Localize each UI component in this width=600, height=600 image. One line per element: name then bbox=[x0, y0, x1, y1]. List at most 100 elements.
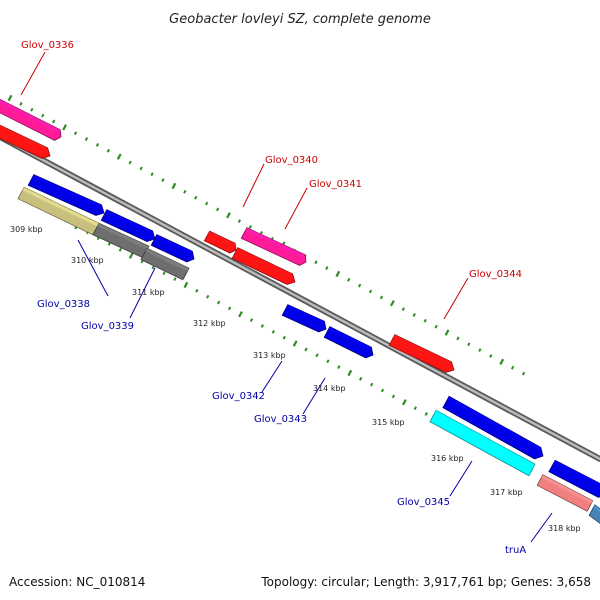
scale-tick bbox=[325, 266, 329, 270]
gene-box-cyan-highlight bbox=[434, 410, 535, 468]
gene-box-gray-b-highlight bbox=[145, 248, 189, 272]
label-leader-line bbox=[129, 267, 156, 319]
gene-arrow-blue-0338-body bbox=[27, 174, 105, 216]
gene-arrow-blue-trua[interactable] bbox=[548, 459, 600, 498]
scale-label-317: 317 kbp bbox=[490, 488, 523, 497]
gene-label-trua[interactable]: truA bbox=[505, 545, 526, 556]
scale-ticks bbox=[7, 94, 526, 451]
gene-label-glov-0345[interactable]: Glov_0345 bbox=[397, 497, 450, 508]
scale-tick bbox=[390, 300, 395, 307]
gene-arrow-red-0341b[interactable] bbox=[231, 247, 296, 285]
scale-tick bbox=[139, 166, 143, 171]
gene-arrow-red-0341b-highlight bbox=[236, 247, 293, 277]
gene-arrow-red-0337[interactable] bbox=[0, 123, 51, 159]
scale-tick bbox=[424, 412, 428, 416]
scale-tick bbox=[359, 376, 363, 381]
scale-tick bbox=[380, 388, 385, 393]
gene-arrow-blue-0345-highlight bbox=[447, 396, 541, 451]
gene-arrow-magenta-0336[interactable] bbox=[0, 97, 62, 141]
gene-arrow-red-0344-body bbox=[388, 334, 455, 373]
scale-tick bbox=[314, 260, 318, 265]
gene-label-glov-0339[interactable]: Glov_0339 bbox=[81, 321, 134, 332]
accession-text: Accession: NC_010814 bbox=[9, 575, 145, 589]
scale-tick bbox=[337, 365, 341, 369]
gene-box-olive-highlight bbox=[22, 187, 99, 227]
gene-arrow-red-0340-body bbox=[203, 230, 237, 254]
scale-tick bbox=[467, 342, 471, 347]
gene-label-glov-0336[interactable]: Glov_0336 bbox=[21, 40, 74, 51]
scale-tick bbox=[335, 270, 341, 278]
gene-arrow-magenta-0341[interactable] bbox=[240, 227, 307, 266]
gene-arrow-blue-0342[interactable] bbox=[281, 304, 327, 333]
label-leader-line bbox=[77, 239, 109, 297]
scale-tick bbox=[205, 201, 209, 206]
label-leader-line bbox=[284, 187, 308, 230]
scale-tick bbox=[237, 219, 242, 223]
label-leader-line bbox=[20, 51, 46, 96]
scale-tick bbox=[292, 340, 298, 347]
gene-arrow-red-0344[interactable] bbox=[388, 334, 455, 373]
gene-box-steelblue[interactable] bbox=[588, 504, 600, 528]
gene-label-glov-0343[interactable]: Glov_0343 bbox=[254, 414, 307, 425]
gene-arrow-blue-0343[interactable] bbox=[323, 326, 374, 359]
gene-arrow-blue-0342-highlight bbox=[286, 304, 325, 325]
scale-tick bbox=[30, 107, 34, 112]
label-leader-line bbox=[443, 277, 469, 320]
scale-label-314: 314 kbp bbox=[313, 384, 346, 393]
gene-arrow-blue-0339a[interactable] bbox=[100, 209, 156, 242]
gene-arrow-blue-0339b-highlight bbox=[155, 234, 193, 255]
scale-tick bbox=[116, 153, 122, 160]
gene-arrow-blue-0345[interactable] bbox=[442, 395, 544, 460]
scale-tick bbox=[521, 371, 526, 376]
scale-tick bbox=[401, 307, 405, 311]
gene-box-salmon[interactable] bbox=[536, 474, 594, 512]
gene-arrow-blue-0338[interactable] bbox=[27, 174, 105, 216]
label-leaders bbox=[20, 51, 553, 543]
label-leader-line bbox=[530, 512, 553, 543]
gene-box-cyan[interactable] bbox=[429, 409, 536, 477]
gene-box-steelblue-highlight bbox=[593, 504, 600, 513]
genome-backbone bbox=[0, 134, 600, 462]
scale-tick bbox=[106, 148, 110, 153]
scale-tick bbox=[206, 294, 210, 299]
scale-tick bbox=[478, 348, 482, 352]
scale-tick bbox=[347, 277, 351, 282]
scale-tick bbox=[249, 318, 254, 322]
gene-arrow-blue-0342-body bbox=[281, 304, 327, 333]
scale-tick bbox=[150, 172, 154, 177]
scale-tick bbox=[456, 336, 460, 341]
scale-tick bbox=[226, 212, 231, 219]
gene-arrow-magenta-0336-highlight bbox=[0, 99, 61, 133]
scale-tick bbox=[161, 178, 165, 182]
scale-tick bbox=[41, 113, 45, 118]
gene-label-glov-0344[interactable]: Glov_0344 bbox=[469, 269, 522, 280]
label-leader-line bbox=[261, 360, 283, 393]
scale-tick bbox=[358, 283, 362, 288]
forward-gene-labels: Glov_0336 Glov_0340 Glov_0341 Glov_0344 bbox=[21, 40, 522, 280]
scale-tick bbox=[73, 131, 78, 136]
gene-arrow-blue-0343-body bbox=[323, 326, 374, 359]
scale-tick bbox=[347, 369, 353, 377]
scale-label-312: 312 kbp bbox=[193, 319, 226, 328]
gene-box-gray-b[interactable] bbox=[140, 247, 190, 281]
scale-tick bbox=[195, 288, 199, 293]
scale-tick bbox=[227, 306, 232, 311]
gene-label-glov-0338[interactable]: Glov_0338 bbox=[37, 299, 90, 310]
gene-box-salmon-highlight bbox=[541, 474, 593, 504]
gene-label-glov-0340[interactable]: Glov_0340 bbox=[265, 155, 318, 166]
scale-tick bbox=[315, 353, 319, 358]
topology-text: Topology: circular; Length: 3,917,761 bp… bbox=[260, 575, 591, 589]
scale-label-315: 315 kbp bbox=[372, 418, 405, 427]
gene-features bbox=[0, 97, 600, 528]
scale-tick bbox=[423, 318, 427, 323]
gene-box-salmon-body bbox=[536, 474, 594, 512]
gene-label-glov-0341[interactable]: Glov_0341 bbox=[309, 179, 362, 190]
map-title: Geobacter lovleyi SZ, complete genome bbox=[169, 12, 431, 27]
scale-tick bbox=[248, 225, 252, 229]
gene-arrow-red-0341b-body bbox=[231, 247, 296, 285]
gene-arrow-blue-0339b[interactable] bbox=[150, 234, 195, 263]
gene-arrow-blue-0339b-body bbox=[150, 234, 195, 263]
gene-label-glov-0342[interactable]: Glov_0342 bbox=[212, 391, 265, 402]
gene-arrow-red-0340[interactable] bbox=[203, 230, 237, 254]
scale-label-311: 311 kbp bbox=[132, 288, 165, 297]
